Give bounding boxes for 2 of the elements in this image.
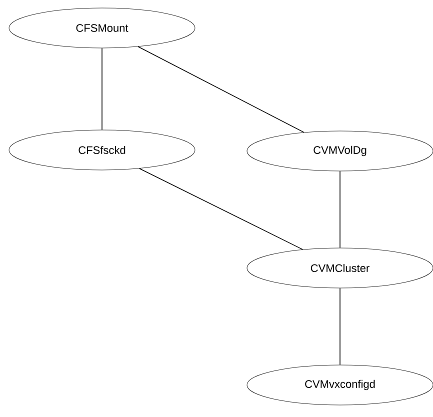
connector-line: [138, 46, 304, 133]
connector-line: [139, 168, 303, 250]
